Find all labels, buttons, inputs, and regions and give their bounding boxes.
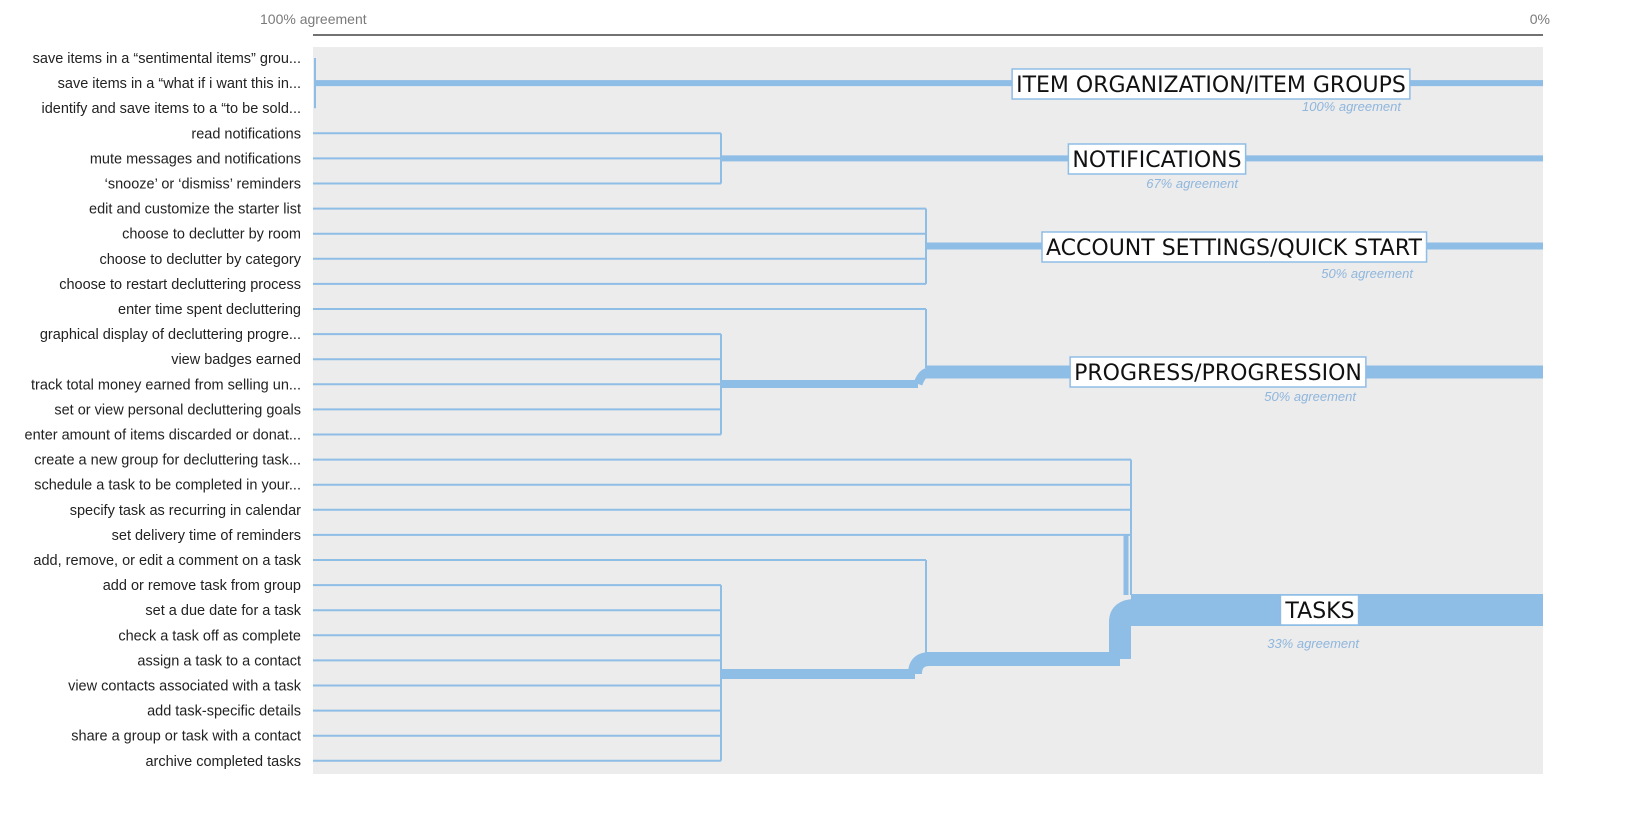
cluster-agreement: 100% agreement bbox=[1302, 99, 1402, 114]
leaf-label: set delivery time of reminders bbox=[112, 528, 301, 544]
leaf-label: choose to restart decluttering process bbox=[59, 277, 301, 293]
leaf-label: read notifications bbox=[191, 126, 301, 142]
cluster-label: NOTIFICATIONS 67% agreement bbox=[1067, 143, 1247, 191]
leaf-label: save items in a “sentimental items” grou… bbox=[33, 51, 301, 67]
cluster-agreement: 33% agreement bbox=[1267, 636, 1360, 651]
leaf-label: graphical display of decluttering progre… bbox=[40, 327, 301, 343]
leaf-label: assign a task to a contact bbox=[137, 653, 301, 669]
cluster-label-box bbox=[1069, 356, 1367, 388]
axis-label-left: 100% agreement bbox=[260, 11, 367, 27]
leaf-label: view contacts associated with a task bbox=[68, 679, 302, 695]
leaf-label: add, remove, or edit a comment on a task bbox=[33, 553, 301, 569]
cluster-label-box bbox=[1279, 594, 1360, 626]
leaf-label: archive completed tasks bbox=[145, 754, 301, 770]
cluster-name: NOTIFICATIONS bbox=[1072, 148, 1241, 173]
cluster-name: ITEM ORGANIZATION/ITEM GROUPS bbox=[1016, 73, 1406, 98]
axis-label-right: 0% bbox=[1530, 11, 1550, 27]
cluster-agreement: 50% agreement bbox=[1321, 266, 1414, 281]
leaf-label: mute messages and notifications bbox=[90, 151, 301, 167]
cluster-label-box bbox=[1067, 143, 1247, 175]
leaf-label: set a due date for a task bbox=[145, 603, 301, 619]
cluster-label: TASKS 33% agreement bbox=[1267, 594, 1360, 651]
cluster-label: PROGRESS/PROGRESSION 50% agreement bbox=[1069, 356, 1367, 404]
leaf-label: view badges earned bbox=[171, 352, 301, 368]
leaf-label: enter time spent decluttering bbox=[118, 302, 301, 318]
leaf-label: specify task as recurring in calendar bbox=[70, 503, 301, 519]
leaf-label: add or remove task from group bbox=[103, 578, 301, 594]
leaf-label: share a group or task with a contact bbox=[71, 729, 301, 745]
cluster-name: ACCOUNT SETTINGS/QUICK START bbox=[1046, 236, 1423, 261]
leaf-label: track total money earned from selling un… bbox=[31, 377, 301, 393]
leaf-label: set or view personal decluttering goals bbox=[54, 402, 301, 418]
leaf-label: create a new group for decluttering task… bbox=[34, 453, 301, 469]
leaf-label: check a task off as complete bbox=[118, 628, 301, 644]
leaf-label: identify and save items to a “to be sold… bbox=[41, 101, 301, 117]
cluster-label-box bbox=[1041, 231, 1428, 263]
cluster-label-box bbox=[1011, 68, 1411, 100]
cluster-name: PROGRESS/PROGRESSION bbox=[1074, 361, 1362, 386]
leaf-label: edit and customize the starter list bbox=[89, 202, 301, 218]
leaf-label: enter amount of items discarded or donat… bbox=[25, 428, 301, 444]
leaf-label: choose to declutter by room bbox=[122, 227, 301, 243]
leaf-label: ‘snooze’ or ‘dismiss’ reminders bbox=[105, 177, 301, 193]
leaf-label: save items in a “what if i want this in.… bbox=[58, 76, 301, 92]
cluster-name: TASKS bbox=[1284, 599, 1354, 624]
leaf-label: add task-specific details bbox=[147, 704, 301, 720]
leaf-label: schedule a task to be completed in your.… bbox=[34, 478, 301, 494]
leaf-label: choose to declutter by category bbox=[99, 252, 301, 268]
cluster-label: ACCOUNT SETTINGS/QUICK START 50% agreemen… bbox=[1041, 231, 1428, 281]
cluster-agreement: 67% agreement bbox=[1146, 176, 1239, 191]
cluster-agreement: 50% agreement bbox=[1264, 389, 1357, 404]
